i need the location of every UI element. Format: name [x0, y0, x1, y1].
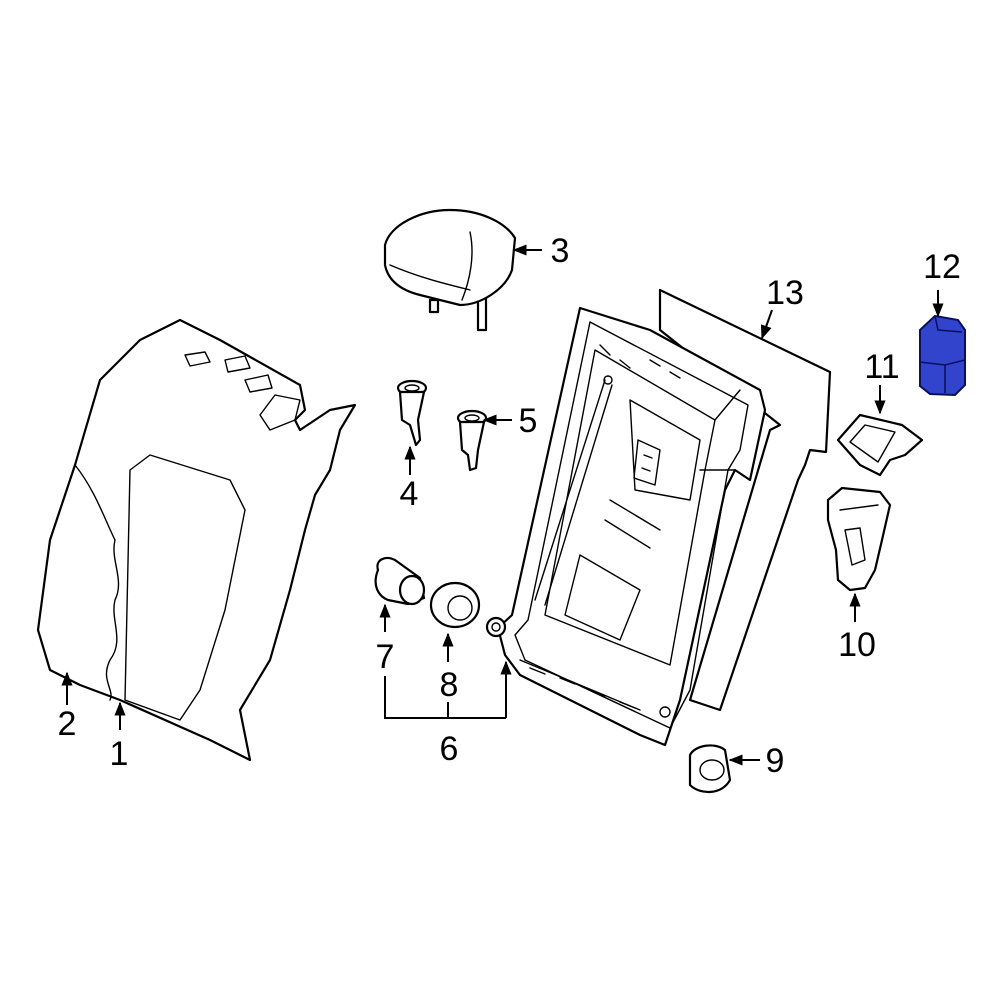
- part-1-cover[interactable]: [36, 318, 357, 762]
- callout-1: 1: [110, 735, 129, 773]
- part-4-guide[interactable]: [396, 379, 428, 447]
- part-3-headrest[interactable]: [383, 208, 517, 332]
- callout-12: 12: [923, 248, 961, 286]
- callout-6: 6: [440, 730, 459, 768]
- callout-10: 10: [838, 626, 876, 664]
- callout-13: 13: [766, 274, 804, 312]
- callout-7: 7: [376, 638, 395, 676]
- callout-8: 8: [440, 666, 459, 704]
- leader-lines: [61, 244, 944, 766]
- callout-4: 4: [400, 475, 419, 513]
- callout-11: 11: [864, 348, 899, 386]
- part-7-bushing[interactable]: [374, 556, 426, 606]
- part-11-bezel[interactable]: [836, 413, 924, 477]
- part-10-bracket[interactable]: [826, 486, 892, 592]
- callout-9: 9: [766, 742, 785, 780]
- part-6-frame[interactable]: [485, 306, 767, 747]
- part-12-highlighted[interactable]: [919, 314, 966, 397]
- callout-3: 3: [551, 232, 570, 270]
- part-8-grommet[interactable]: [429, 581, 481, 629]
- callout-2: 2: [58, 705, 77, 743]
- callout-5: 5: [519, 402, 538, 440]
- part-9-grommet[interactable]: [688, 744, 732, 793]
- callout-labels: 1 2 3 4 5 6 7 8 9 10 11 12 13: [58, 232, 961, 780]
- part-5-guide[interactable]: [456, 409, 488, 472]
